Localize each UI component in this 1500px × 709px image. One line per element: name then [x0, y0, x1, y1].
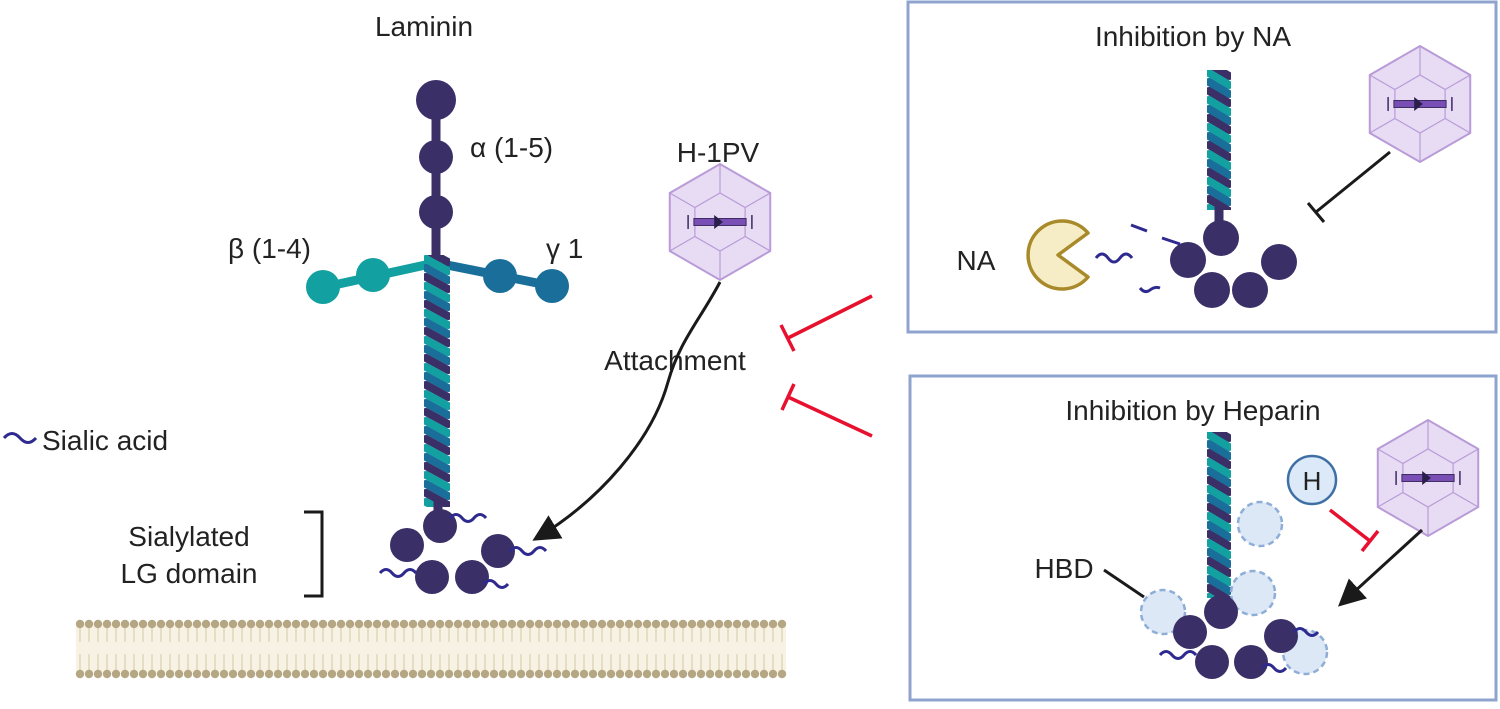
sialic-acid-icon — [482, 579, 510, 589]
attachment-arrow-icon — [1338, 528, 1424, 607]
sialic-acid-icon — [1161, 236, 1181, 246]
legend-sialic-acid-label: Sialic acid — [42, 425, 168, 456]
sialic-acid-icon — [1138, 285, 1161, 294]
sialic-acid-icon — [1158, 650, 1198, 660]
lg-domain — [390, 528, 424, 562]
beta-domain — [356, 258, 390, 292]
heparin-binding-domains — [1139, 500, 1329, 676]
virus-capsid-icon — [1368, 44, 1472, 164]
lipid-bilayer-membrane — [75, 619, 787, 679]
hbd-label: HBD — [1034, 553, 1093, 584]
lg-domain — [1204, 595, 1238, 629]
panel-heparin-title: Inhibition by Heparin — [1065, 395, 1320, 426]
coiled-coil — [424, 255, 450, 507]
coiled-coil — [1207, 70, 1231, 210]
sialic-acid-icon — [1292, 627, 1320, 637]
lg-domain-cluster — [390, 509, 515, 594]
beta-chain-label: β (1-4) — [228, 233, 311, 264]
gamma-domain — [535, 269, 569, 303]
gamma-chain-label: γ 1 — [546, 233, 583, 264]
neuraminidase-icon — [1026, 219, 1090, 291]
lg-domain — [415, 560, 449, 594]
virus-capsid-icon — [668, 162, 772, 282]
lg-domain — [1170, 242, 1206, 278]
lg-domain-cluster — [1170, 220, 1297, 308]
sialic-acid-icon — [448, 513, 488, 523]
inhibition-icon — [1328, 508, 1380, 553]
beta-domain — [306, 270, 340, 304]
lg-domain — [481, 534, 515, 568]
alpha-domain — [419, 140, 453, 174]
lg-domain-label-line1: Sialylated — [128, 521, 249, 552]
sialic-acid-icon — [2, 432, 38, 444]
panel-inhibition-by-na: Inhibition by NA NA — [906, 0, 1498, 334]
coiled-coil — [1207, 432, 1231, 598]
lg-domain — [1264, 619, 1298, 653]
lg-domain — [1234, 645, 1268, 679]
inhibition-icon — [779, 294, 873, 352]
lg-domain — [1194, 272, 1230, 308]
alpha-chain-label: α (1-5) — [470, 132, 553, 163]
lg-domain — [1261, 244, 1297, 280]
lg-domain — [1195, 645, 1229, 679]
hbd-circle — [1139, 588, 1187, 636]
laminin-title: Laminin — [375, 11, 473, 42]
sialic-acid-icon — [508, 546, 548, 556]
lg-domain — [455, 560, 489, 594]
legend: Sialic acid — [2, 425, 168, 456]
lg-domain — [1203, 220, 1239, 256]
panel-inhibition-by-heparin: Inhibition by Heparin HBD H — [908, 374, 1498, 702]
lg-domain — [423, 509, 457, 543]
heparin-icon — [1286, 454, 1338, 506]
panel-na-title: Inhibition by NA — [1095, 21, 1291, 52]
lg-domain — [1173, 615, 1207, 649]
heparin-label: H — [1303, 466, 1322, 496]
virus-capsid-icon — [1376, 418, 1480, 538]
alpha-domain — [416, 80, 456, 120]
sialic-acid-icon — [1094, 252, 1134, 264]
lg-domain-cluster — [1173, 595, 1298, 679]
sialic-acid-icon — [1260, 663, 1288, 673]
inhibition-icon — [780, 383, 873, 438]
virus-label: H-1PV — [677, 137, 760, 168]
alpha-domain — [419, 195, 453, 229]
lg-domain-label-line2: LG domain — [121, 558, 258, 589]
laminin-molecule — [306, 80, 569, 594]
hbd-circle — [1229, 569, 1277, 617]
na-label: NA — [957, 245, 996, 276]
lg-domain-bracket — [304, 510, 324, 598]
lg-domain — [1232, 272, 1268, 308]
attachment-arrow-icon — [532, 281, 722, 541]
hbd-circle — [1236, 500, 1284, 548]
hbd-pointer — [1103, 568, 1145, 599]
inhibition-icon — [1306, 150, 1391, 223]
panel-border — [908, 374, 1498, 702]
sialic-acid-icon — [1130, 223, 1148, 233]
sialic-acid-icon — [378, 568, 418, 578]
gamma-domain — [483, 259, 517, 293]
